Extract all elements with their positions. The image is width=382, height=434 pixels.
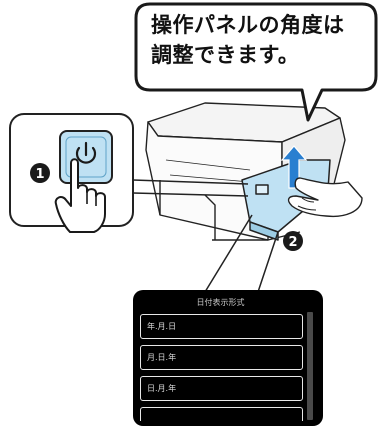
inset-pointer-lines: [132, 179, 249, 197]
callout-line-1: 操作パネルの角度は: [151, 13, 345, 37]
lcd-title: 日付表示形式: [196, 298, 245, 307]
lcd-option-row[interactable]: 年.月.日: [140, 314, 303, 339]
step-2-marker: 2: [283, 231, 303, 251]
lcd-option-label: 年.月.日: [147, 322, 177, 331]
lcd-option-row-partial: [140, 407, 303, 421]
lcd-option-label: 月.日.年: [147, 353, 177, 362]
callout-line-2: 調整できます。: [151, 43, 300, 67]
power-icon: [75, 141, 97, 164]
lcd-pointer-lines: [204, 214, 279, 293]
step-1-label: 1: [35, 167, 44, 182]
lcd-option-label: 日.月.年: [147, 384, 177, 393]
callout-bubble: [134, 2, 378, 122]
step-1-marker: 1: [30, 163, 50, 183]
callout-text: 操作パネルの角度は 調整できます。: [151, 10, 371, 70]
up-arrow-icon: [280, 145, 308, 189]
lcd-option-row[interactable]: 月.日.年: [140, 345, 303, 370]
step-2-label: 2: [288, 235, 297, 250]
lcd-screen: 日付表示形式 年.月.日 月.日.年 日.月.年: [133, 290, 323, 426]
lcd-scrollbar[interactable]: [307, 312, 313, 420]
hand-lifting-icon: [287, 177, 363, 218]
lcd-option-row[interactable]: 日.月.年: [140, 376, 303, 401]
hand-pointer-icon: [54, 158, 106, 233]
